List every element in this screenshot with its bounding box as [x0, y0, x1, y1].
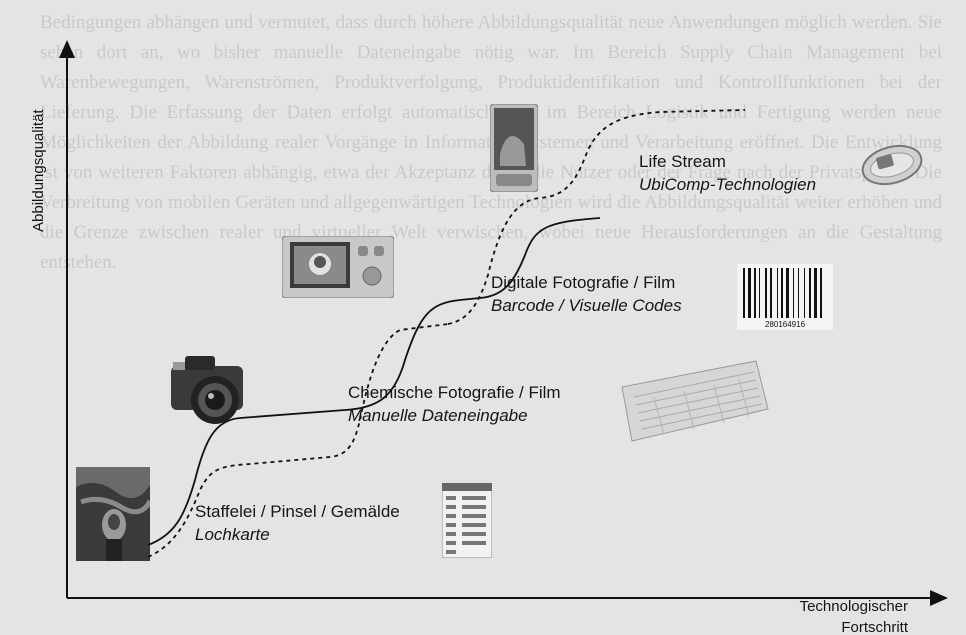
- stage-title: Staffelei / Pinsel / Gemälde: [195, 502, 400, 521]
- form-document-image: [442, 483, 492, 558]
- curve-solid-2: [344, 217, 601, 411]
- wristband-image: [861, 144, 923, 186]
- stage-label-staffelei: Staffelei / Pinsel / Gemälde Lochkarte: [195, 500, 400, 546]
- stage-subtitle: UbiComp-Technologien: [639, 175, 817, 194]
- digital-camera-image: [282, 236, 394, 298]
- x-axis-label-line2: Fortschritt: [841, 619, 908, 635]
- painting-image: [76, 467, 150, 561]
- x-axis-label: Technologischer Fortschritt: [800, 596, 908, 635]
- stage-title: Digitale Fotografie / Film: [491, 273, 676, 292]
- stage-title: Life Stream: [639, 152, 726, 171]
- stage-title: Chemische Fotografie / Film: [348, 383, 561, 402]
- handheld-device-image: [490, 104, 538, 192]
- stage-subtitle: Lochkarte: [195, 525, 270, 544]
- stage-subtitle: Manuelle Dateneingabe: [348, 406, 528, 425]
- stage-label-lifestream: Life Stream UbiComp-Technologien: [639, 150, 816, 196]
- curve-solid-1: [147, 409, 346, 546]
- stage-label-digitale: Digitale Fotografie / Film Barcode / Vis…: [491, 271, 682, 317]
- curve-dashed-2: [447, 109, 746, 325]
- keyboard-image: [621, 360, 769, 442]
- camera-image: [171, 356, 243, 424]
- curve-dashed-1: [147, 323, 449, 558]
- x-axis-label-line1: Technologischer: [799, 598, 908, 615]
- stage-subtitle: Barcode / Visuelle Codes: [491, 296, 682, 315]
- stage-label-chemische: Chemische Fotografie / Film Manuelle Dat…: [348, 381, 561, 427]
- barcode-image: 280164916: [737, 264, 833, 330]
- y-axis-label: Abbildungsqualität: [30, 109, 47, 232]
- svg-text:280164916: 280164916: [765, 320, 806, 329]
